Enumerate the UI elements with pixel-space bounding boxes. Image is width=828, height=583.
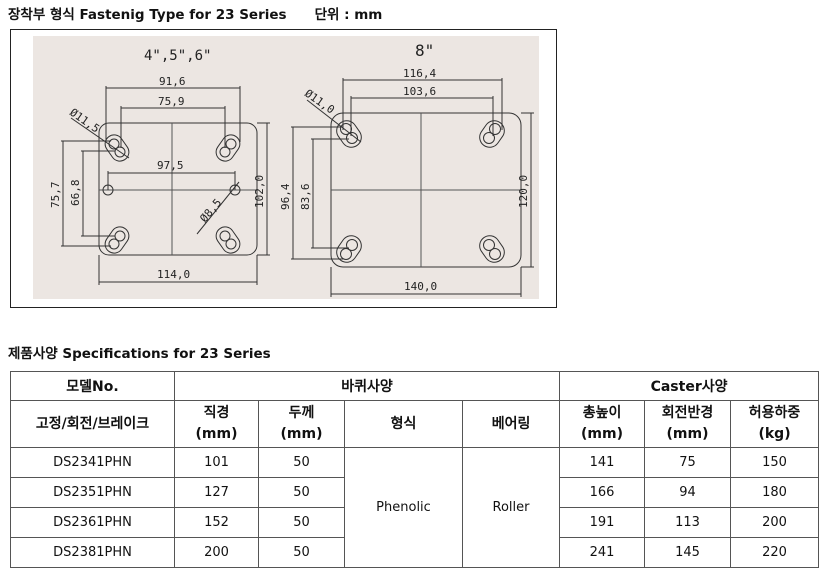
mounting-plate-drawing-svg: 4",5",6" 91,6 75,9 97,5 114,0 75,7 66,8 … bbox=[33, 36, 539, 299]
cell-height: 191 bbox=[559, 507, 646, 538]
right-plate-slot-holes bbox=[336, 120, 505, 263]
cell-diameter: 127 bbox=[174, 477, 259, 508]
fastening-type-label: 장착부 형식 Fastenig Type for 23 Series bbox=[8, 7, 287, 23]
header-type: 형식 bbox=[344, 400, 463, 448]
cell-width: 50 bbox=[258, 507, 345, 538]
cell-swivel: 113 bbox=[644, 507, 732, 538]
cell-model: DS2381PHN bbox=[10, 537, 175, 568]
cell-load: 200 bbox=[730, 507, 820, 538]
dim-right-103-6: 103,6 bbox=[403, 85, 436, 98]
fastening-type-title: 장착부 형식 Fastenig Type for 23 Series 단위 : m… bbox=[8, 3, 382, 23]
dim-left-75-9: 75,9 bbox=[158, 95, 185, 108]
dim-left-102-0: 102,0 bbox=[253, 175, 266, 208]
cell-diameter: 200 bbox=[174, 537, 259, 568]
mounting-plate-drawing: 4",5",6" 91,6 75,9 97,5 114,0 75,7 66,8 … bbox=[10, 29, 557, 308]
cell-model: DS2361PHN bbox=[10, 507, 175, 538]
header-caster-spec: Caster사양 bbox=[559, 371, 820, 401]
cell-swivel: 75 bbox=[644, 447, 732, 478]
dim-right-96-4: 96,4 bbox=[279, 183, 292, 210]
left-plate-outline bbox=[98, 122, 258, 256]
table-row: DS2341PHN 101 50 Phenolic Roller 141 75 … bbox=[10, 447, 820, 568]
dim-left-97-5: 97,5 bbox=[157, 159, 184, 172]
cell-type-shared: Phenolic bbox=[344, 447, 463, 568]
header-diameter: 직경(mm) bbox=[174, 400, 259, 448]
header-width: 두께(mm) bbox=[258, 400, 345, 448]
dim-left-91-6: 91,6 bbox=[159, 75, 186, 88]
cell-model: DS2341PHN bbox=[10, 447, 175, 478]
table-row: DS2361PHN 152 50 191 113 200 bbox=[10, 507, 820, 538]
cell-width: 50 bbox=[258, 477, 345, 508]
dim-right-140-0: 140,0 bbox=[404, 280, 437, 293]
cell-height: 141 bbox=[559, 447, 646, 478]
dim-right-83-6: 83,6 bbox=[299, 184, 312, 211]
header-model-no: 모델No. bbox=[10, 371, 175, 401]
header-total-height: 총높이(mm) bbox=[559, 400, 646, 448]
cell-height: 166 bbox=[559, 477, 646, 508]
header-load-capacity: 허용하중(kg) bbox=[730, 400, 820, 448]
cell-load: 220 bbox=[730, 537, 820, 568]
dim-left-66-8: 66,8 bbox=[69, 180, 82, 207]
specifications-table: 모델No. 바퀴사양 Caster사양 고정/회전/브레이크 직경(mm) 두께… bbox=[10, 371, 820, 568]
cell-height: 241 bbox=[559, 537, 646, 568]
table-row: DS2381PHN 200 50 241 145 220 bbox=[10, 537, 820, 568]
dim-left-75-7: 75,7 bbox=[49, 182, 62, 209]
header-swivel-radius: 회전반경(mm) bbox=[644, 400, 732, 448]
cell-diameter: 101 bbox=[174, 447, 259, 478]
cell-load: 150 bbox=[730, 447, 820, 478]
table-group-header-row: 모델No. 바퀴사양 Caster사양 bbox=[10, 371, 820, 401]
left-heading: 4",5",6" bbox=[144, 48, 211, 64]
dim-right-116-4: 116,4 bbox=[403, 67, 436, 80]
table-sub-header-row: 고정/회전/브레이크 직경(mm) 두께(mm) 형식 베어링 총높이(mm) … bbox=[10, 400, 820, 448]
cell-swivel: 94 bbox=[644, 477, 732, 508]
cell-width: 50 bbox=[258, 447, 345, 478]
cell-width: 50 bbox=[258, 537, 345, 568]
dim-left-114-0: 114,0 bbox=[157, 268, 190, 281]
cell-bearing-shared: Roller bbox=[461, 447, 561, 568]
right-heading: 8" bbox=[415, 41, 434, 60]
cell-swivel: 145 bbox=[644, 537, 732, 568]
specifications-title: 제품사양 Specifications for 23 Series bbox=[8, 346, 271, 362]
cell-diameter: 152 bbox=[174, 507, 259, 538]
header-bearing: 베어링 bbox=[461, 400, 561, 448]
dim-right-120-0: 120,0 bbox=[517, 175, 530, 208]
header-fixed-swivel-brake: 고정/회전/브레이크 bbox=[10, 400, 175, 448]
header-wheel-spec: 바퀴사양 bbox=[173, 371, 561, 401]
unit-label: 단위 : mm bbox=[314, 7, 383, 23]
cell-model: DS2351PHN bbox=[10, 477, 175, 508]
cell-load: 180 bbox=[730, 477, 820, 508]
